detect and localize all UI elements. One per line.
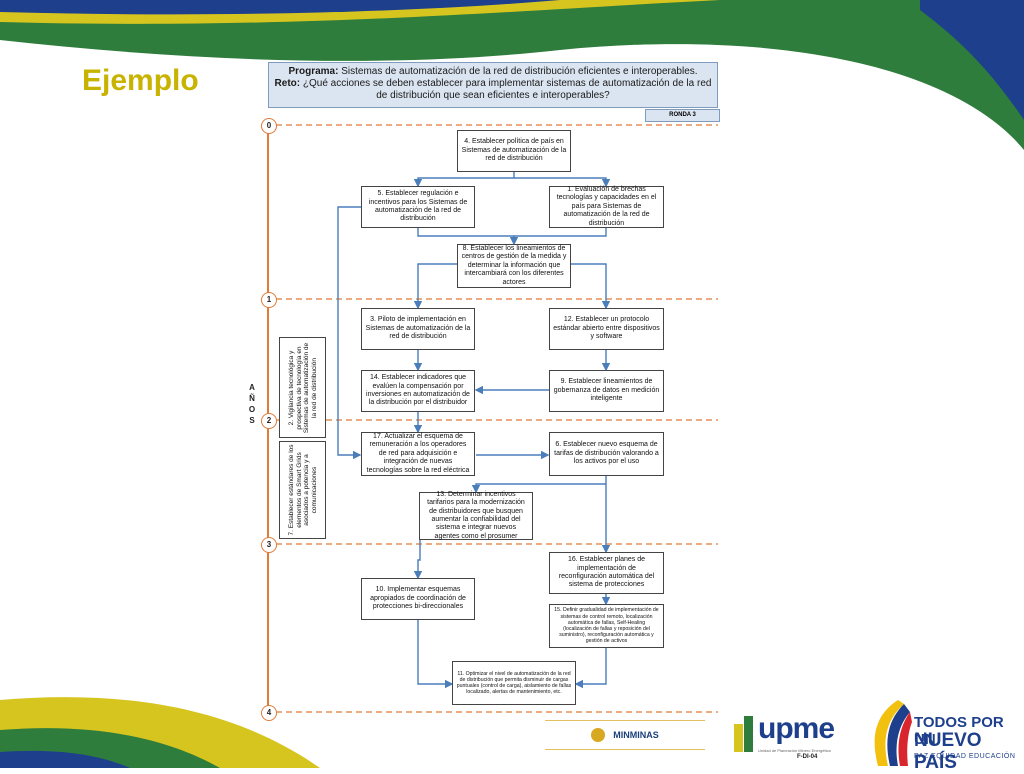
action-box-1: 1. Evaluación de brechas tecnologías y c… xyxy=(549,186,664,228)
flow-connectors xyxy=(337,172,611,689)
action-box-14: 14. Establecer indicadores que evalúen l… xyxy=(361,370,475,412)
action-box-5: 5. Establecer regulación e incentivos pa… xyxy=(361,186,475,228)
action-box-15: 15. Definir gradualidad de implementació… xyxy=(549,604,664,648)
document-code: F-DI-04 xyxy=(797,754,818,760)
programa-label: Programa: xyxy=(288,66,339,77)
year-gridlines xyxy=(276,124,718,713)
flag-swoosh-icon xyxy=(874,700,912,766)
upme-logo: upme Unidad de Planeación Minero Energét… xyxy=(734,712,835,762)
year-marker-2: 2 xyxy=(261,413,277,429)
year-marker-0: 0 xyxy=(261,118,277,134)
action-box-8: 8. Establecer los lineamientos de centro… xyxy=(457,244,571,288)
action-box-6: 6. Establecer nuevo esquema de tarifas d… xyxy=(549,432,664,476)
top-navy-band xyxy=(0,0,560,15)
years-axis-label: A Ñ O S xyxy=(248,383,256,425)
action-box-16: 16. Establecer planes de implementación … xyxy=(549,552,664,594)
action-box-11: 11. Optimizar el nivel de automatización… xyxy=(452,661,576,705)
bottom-navy-band xyxy=(0,750,130,768)
program-header: Programa: Sistemas de automatización de … xyxy=(268,62,718,108)
ronda-label: RONDA 3 xyxy=(645,109,720,122)
minminas-logo: MINMINAS xyxy=(545,720,705,750)
year-marker-3: 3 xyxy=(261,537,277,553)
year-marker-1: 1 xyxy=(261,292,277,308)
year-marker-4: 4 xyxy=(261,705,277,721)
top-green-band xyxy=(0,0,1024,150)
action-box-2: 2. Vigilancia tecnológica y prospectiva … xyxy=(279,337,326,438)
todos-por-un-nuevo-pais-logo: TODOS POR UN NUEVO PAÍS PAZ EQUIDAD EDUC… xyxy=(868,700,1018,773)
action-box-3: 3. Piloto de implementación en Sistemas … xyxy=(361,308,475,350)
programa-text: Sistemas de automatización de la red de … xyxy=(338,66,698,77)
action-box-7: 7. Establecer estándares de los elemento… xyxy=(279,441,326,539)
action-box-17: 17. Actualizar el esquema de remuneració… xyxy=(361,432,475,476)
action-box-10: 10. Implementar esquemas apropiados de c… xyxy=(361,578,475,620)
corner-navy xyxy=(920,0,1024,120)
slide-title: Ejemplo xyxy=(82,64,199,97)
action-box-12: 12. Establecer un protocolo estándar abi… xyxy=(549,308,664,350)
action-box-13: 13. Determinar incentivos tarifarios par… xyxy=(419,491,533,540)
colombia-seal-icon xyxy=(591,728,606,742)
reto-text: ¿Qué acciones se deben establecer para i… xyxy=(300,78,712,101)
action-box-4: 4. Establecer política de país en Sistem… xyxy=(457,130,571,172)
action-box-9: 9. Establecer lineamientos de gobernanza… xyxy=(549,370,664,412)
reto-label: Reto: xyxy=(274,78,301,89)
upme-mark-icon xyxy=(734,716,753,752)
